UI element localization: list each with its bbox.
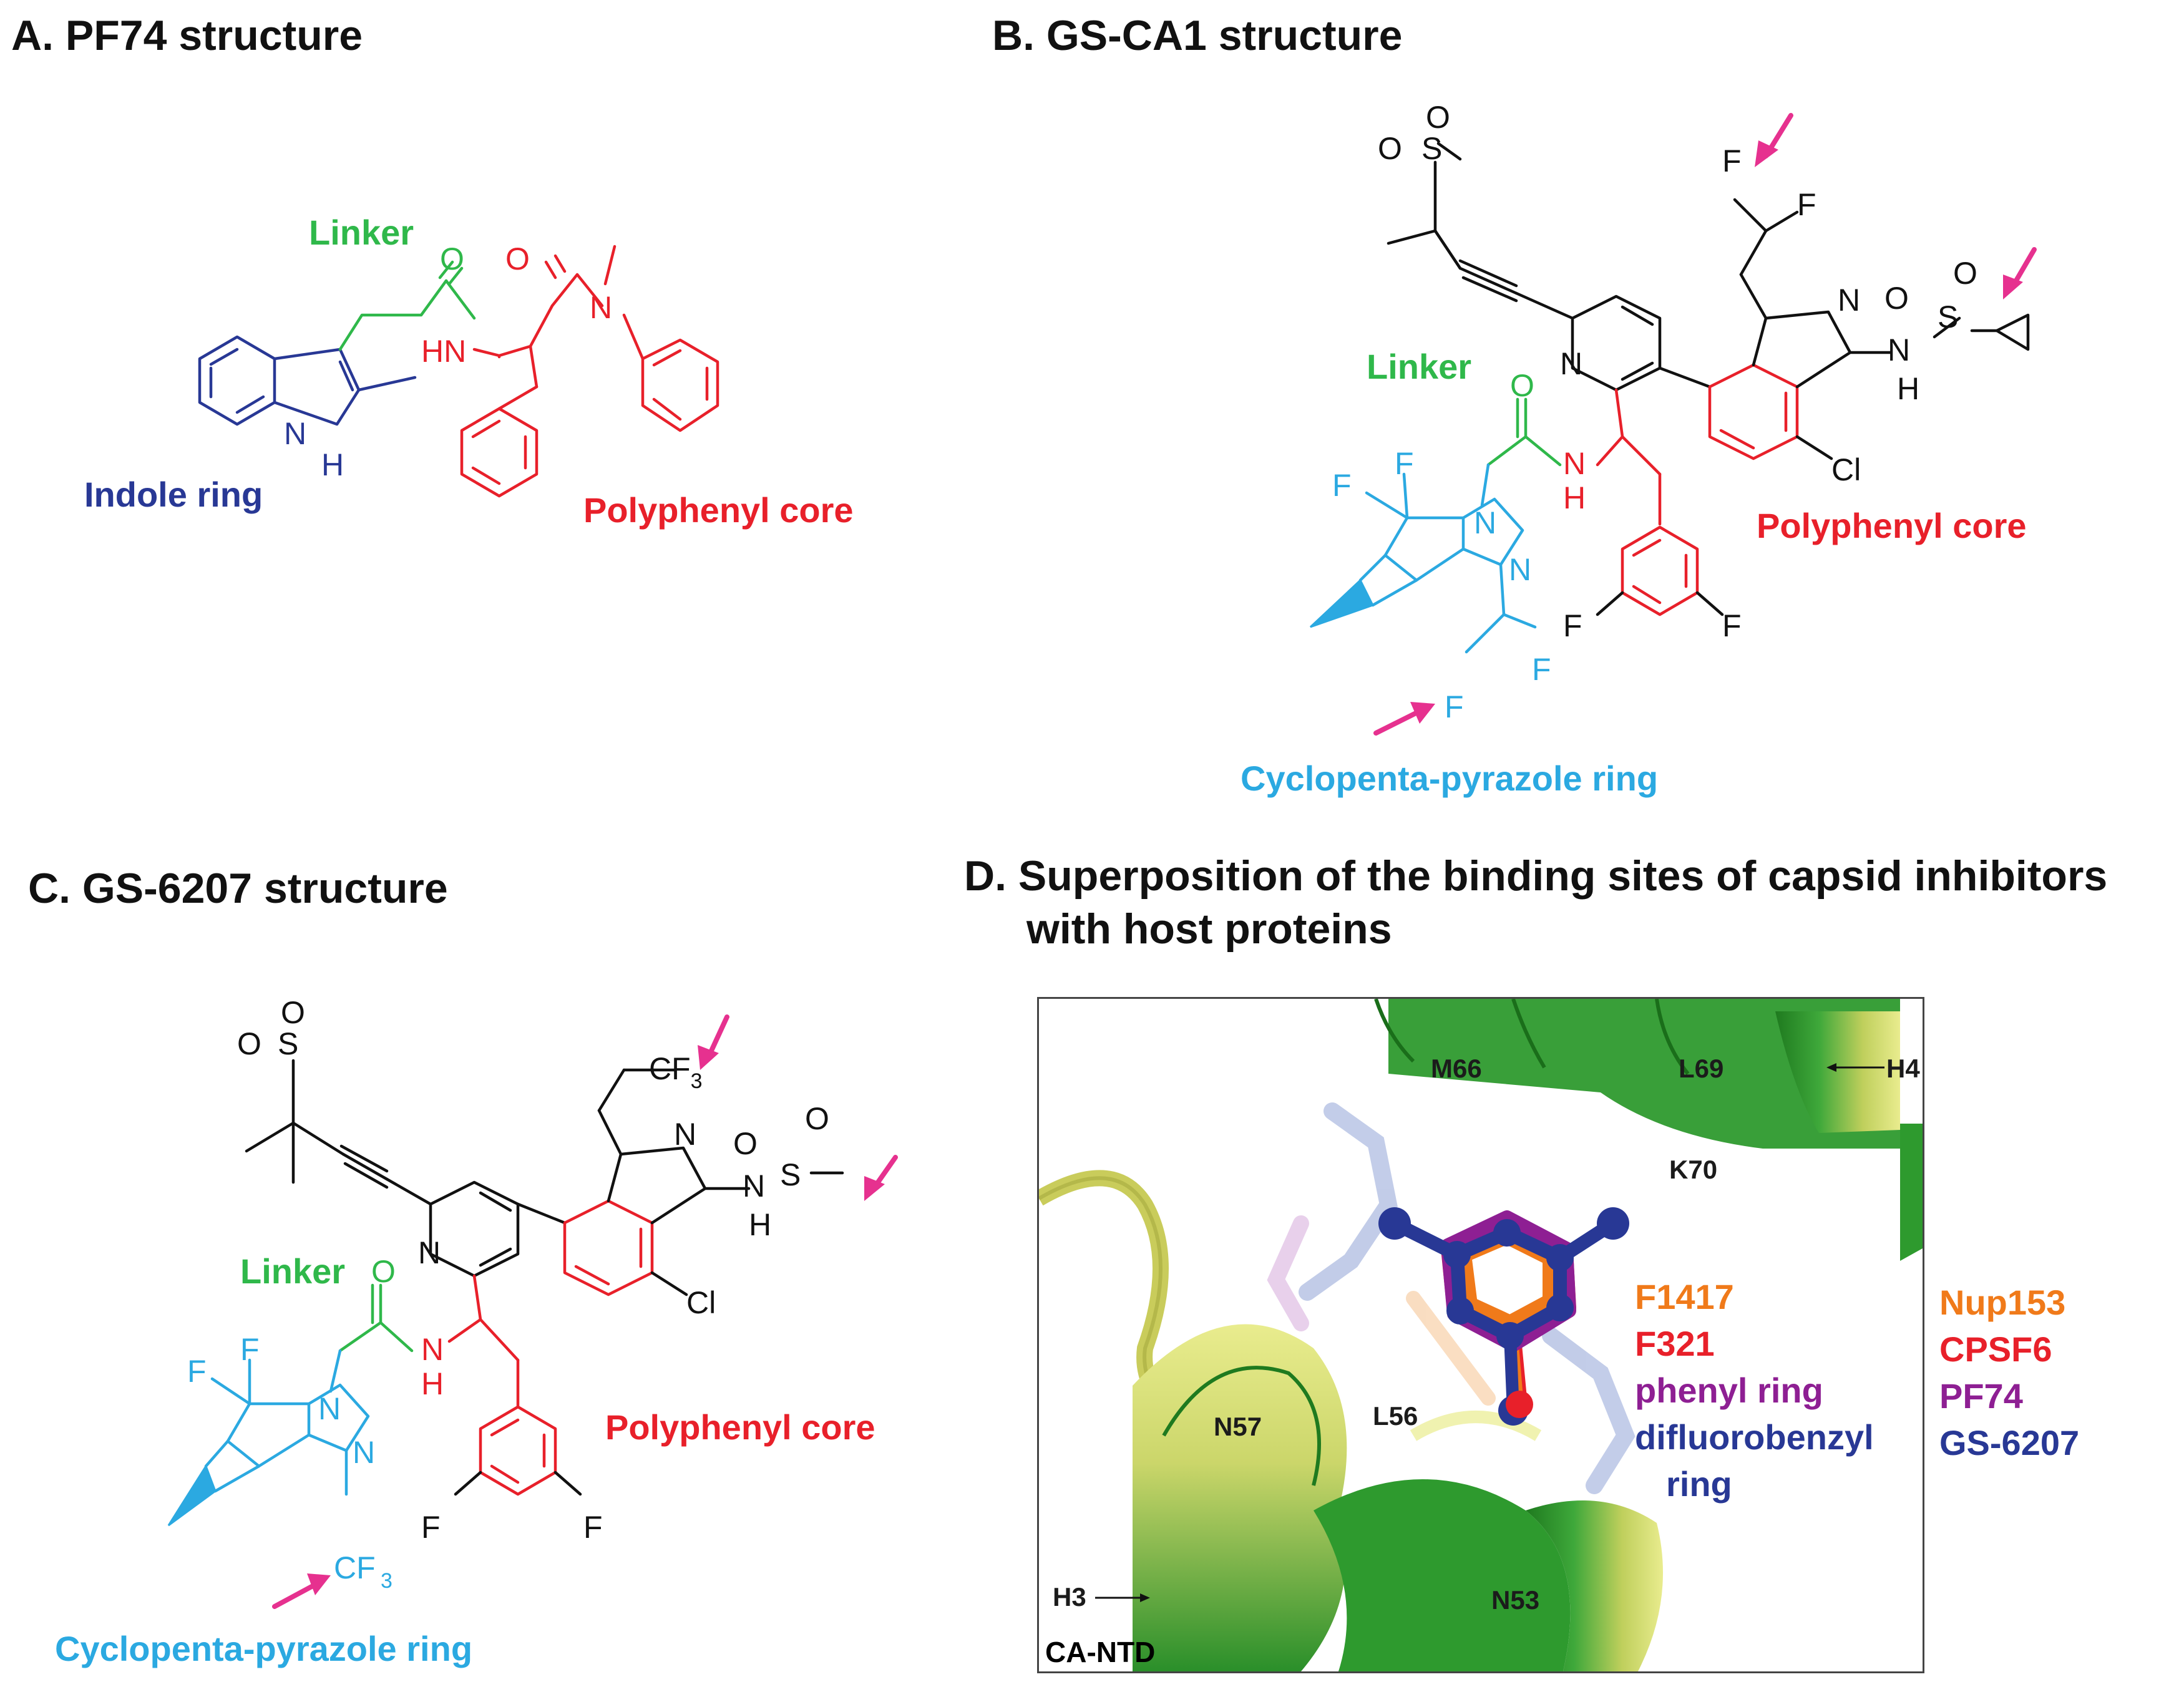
residue-h3: H3 — [1053, 1582, 1086, 1612]
svg-text:N: N — [318, 1391, 341, 1426]
superposition-render: M66 L69 H4 K70 N57 L56 N53 H3 CA-NTD F14… — [1037, 997, 1924, 1673]
gsca1-f1: F — [1722, 143, 1742, 178]
svg-text:F: F — [583, 1510, 603, 1545]
gs-ca1-structure-diagram: S O O N F F N N H S O O Cl N H O N N F F… — [1309, 100, 2037, 736]
legend-nup153: Nup153 — [1939, 1283, 2066, 1322]
svg-text:N: N — [674, 1117, 696, 1152]
residue-l69: L69 — [1679, 1054, 1724, 1083]
pf74-structure-diagram: O O N HN N H — [198, 241, 719, 498]
pf74-indole-hydrogen: H — [321, 447, 344, 482]
gsca1-nh-h: H — [1897, 371, 1919, 406]
gsca1-oxygen-a: O — [1378, 131, 1402, 166]
svg-text:F: F — [1395, 446, 1414, 481]
ca-ntd-label: CA-NTD — [1045, 1636, 1156, 1668]
svg-text:N: N — [1563, 446, 1586, 481]
pf74-polyphenyl-label: Polyphenyl core — [583, 490, 854, 530]
gsca1-amide-h: H — [1563, 480, 1586, 515]
svg-text:O: O — [371, 1254, 396, 1289]
panel-b-title: B. GS-CA1 structure — [992, 12, 1403, 59]
svg-text:N: N — [1474, 505, 1496, 540]
svg-text:F: F — [1532, 652, 1551, 687]
svg-text:F: F — [421, 1510, 441, 1545]
gs-6207-structure-diagram: S O O N CF3 N N H S O O Cl N H O N N F F… — [167, 995, 898, 1609]
gsca1-sulfonyl-s: S — [1938, 299, 1958, 334]
panel-d-title-line2: with host proteins — [1026, 905, 1392, 953]
pf74-indole-nitrogen: N — [284, 416, 306, 451]
gs6207-linker-label: Linker — [240, 1252, 346, 1291]
gsca1-chlorine: Cl — [1831, 452, 1861, 487]
annotation-ring: ring — [1666, 1464, 1732, 1504]
pf74-linker-label: Linker — [309, 213, 414, 252]
pf74-amide-oxygen: O — [505, 241, 530, 276]
svg-text:N: N — [1838, 283, 1860, 318]
svg-text:N: N — [743, 1169, 765, 1203]
svg-text:CF3: CF3 — [649, 1051, 703, 1093]
gs6207-cf3: CF — [334, 1550, 376, 1585]
panel-c-title: C. GS-6207 structure — [28, 865, 448, 912]
svg-text:H: H — [421, 1366, 444, 1401]
gsca1-linker-label: Linker — [1367, 347, 1472, 386]
residue-n57: N57 — [1214, 1412, 1262, 1441]
svg-text:F: F — [1332, 468, 1352, 503]
gs6207-cyclopenta-label: Cyclopenta-pyrazole ring — [55, 1629, 473, 1668]
svg-text:F: F — [240, 1332, 260, 1367]
svg-text:O: O — [1884, 281, 1909, 316]
gs6207-chlorine: Cl — [686, 1285, 716, 1320]
svg-text:N: N — [1888, 333, 1910, 367]
residue-m66: M66 — [1431, 1054, 1482, 1083]
svg-text:S: S — [1421, 131, 1442, 166]
gs6207-cf3-sub: 3 — [381, 1569, 392, 1593]
residue-h4: H4 — [1886, 1054, 1920, 1083]
residue-l56: L56 — [1373, 1401, 1418, 1431]
legend-pf74: PF74 — [1939, 1376, 2023, 1416]
svg-text:F: F — [1445, 689, 1464, 724]
svg-text:O: O — [1953, 256, 1977, 291]
panel-d-title-line1: D. Superposition of the binding sites of… — [964, 852, 2108, 900]
panel-a-title: A. PF74 structure — [11, 12, 363, 59]
annotation-f321: F321 — [1635, 1324, 1715, 1363]
pf74-indole-label: Indole ring — [84, 475, 263, 514]
svg-text:F: F — [1722, 608, 1742, 643]
gsca1-cyclopenta-label: Cyclopenta-pyrazole ring — [1241, 759, 1659, 798]
pf74-hn: HN — [421, 334, 466, 369]
annotation-f1417: F1417 — [1635, 1277, 1734, 1316]
gsca1-pyridine-n: N — [1560, 346, 1582, 381]
svg-text:S: S — [780, 1157, 801, 1192]
pf74-linker-oxygen: O — [440, 241, 464, 276]
svg-text:N: N — [353, 1435, 375, 1470]
pf74-amide-nitrogen: N — [590, 290, 612, 325]
gs6207-pyridine-n: N — [418, 1235, 441, 1270]
annotation-difluorobenzyl: difluorobenzyl — [1635, 1417, 1874, 1457]
legend-gs6207: GS-6207 — [1939, 1423, 2080, 1462]
gsca1-oxygen-b: O — [1426, 100, 1450, 135]
svg-text:F: F — [1563, 608, 1582, 643]
gs6207-polyphenyl-label: Polyphenyl core — [605, 1407, 875, 1447]
residue-k70: K70 — [1669, 1155, 1718, 1184]
gs6207-oxygen-a: O — [237, 1026, 261, 1061]
svg-text:N: N — [1509, 552, 1531, 587]
svg-text:N: N — [421, 1332, 444, 1367]
svg-text:O: O — [1510, 368, 1534, 403]
gs6207-oxygen-b: O — [281, 995, 305, 1030]
gs6207-sulfone-s: S — [278, 1026, 298, 1061]
annotation-phenyl-ring: phenyl ring — [1635, 1371, 1823, 1410]
residue-n53: N53 — [1491, 1585, 1540, 1615]
svg-text:O: O — [733, 1126, 758, 1161]
gsca1-f2: F — [1797, 187, 1816, 222]
gsca1-polyphenyl-label: Polyphenyl core — [1757, 506, 2027, 545]
legend-cpsf6: CPSF6 — [1939, 1330, 2052, 1369]
svg-text:O: O — [805, 1101, 829, 1136]
svg-text:F: F — [187, 1354, 207, 1389]
gs6207-nh-h: H — [749, 1207, 771, 1242]
